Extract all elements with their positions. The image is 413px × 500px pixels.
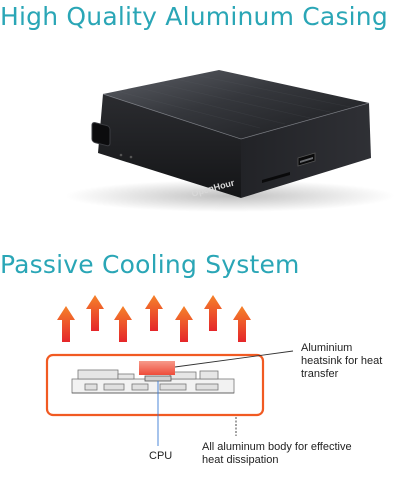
heat-up-arrow-icon: [233, 306, 251, 342]
cpu-label: CPU: [149, 450, 173, 462]
heat-up-arrow-icon: [86, 295, 104, 331]
heatsink-leader-line: [174, 350, 294, 368]
device-side-panel: [241, 103, 371, 198]
device-front-panel: [98, 94, 241, 198]
card-slot-icon: [262, 172, 290, 183]
body-label: All aluminum body for effective heat dis…: [202, 441, 367, 467]
section-title-casing: High Quality Aluminum Casing: [0, 2, 388, 31]
heat-up-arrow-icon: [204, 295, 222, 331]
aluminum-body-frame: [45, 353, 265, 417]
device-top-surface: [103, 70, 369, 139]
heatsink-label-text: Aluminium heatsink for heat transfer: [301, 342, 383, 380]
body-label-text: All aluminum body for effective heat dis…: [202, 441, 352, 466]
power-button-icon: [91, 122, 111, 147]
heatsink-icon: [139, 361, 175, 375]
heat-up-arrow-icon: [114, 306, 132, 342]
heat-arrows-group: [57, 295, 251, 342]
heatsink-label: Aluminium heatsink for heat transfer: [301, 342, 383, 381]
cpu-chip-icon: [144, 375, 172, 382]
heat-up-arrow-icon: [57, 306, 75, 342]
heat-up-arrow-icon: [145, 295, 163, 331]
section-title-cooling: Passive Cooling System: [0, 250, 300, 279]
heat-up-arrow-icon: [175, 306, 193, 342]
